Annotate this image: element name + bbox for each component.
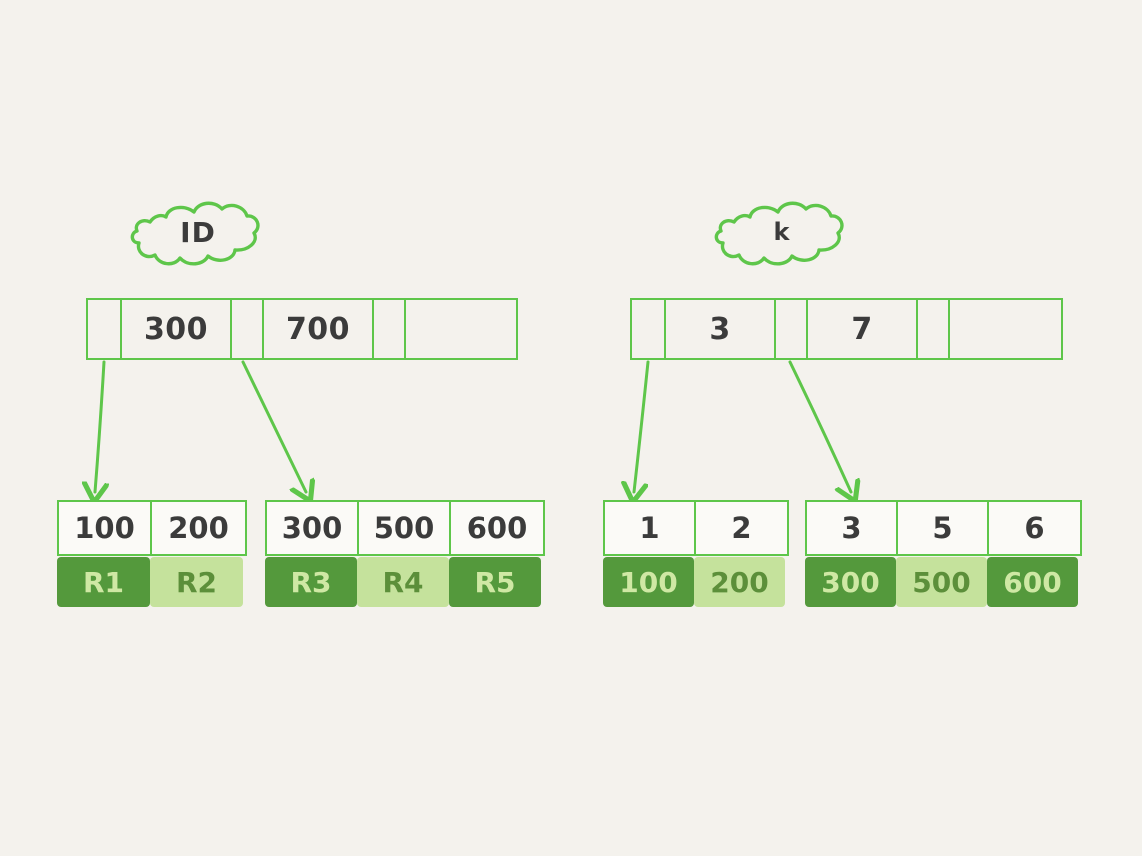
right-leaf-2-record-0[interactable]: 300 [805,557,896,607]
right-leaf-2-key-0[interactable]: 3 [807,502,898,554]
left-root-pointer-2[interactable] [374,300,406,358]
right-leaf-2-key-2[interactable]: 6 [1024,511,1045,545]
left-leaf-1[interactable]: 100 200 R1 R2 [57,500,247,607]
left-arrow-2 [241,360,306,492]
left-leaf-2-keys: 300 500 600 [265,500,545,556]
right-leaf-2-record-2[interactable]: 600 [987,557,1078,607]
cloud-shape-icon [130,201,260,266]
right-leaf-1[interactable]: 1 2 100 200 [603,500,789,607]
left-leaf-2[interactable]: 300 500 600 R3 R4 R5 [265,500,545,607]
right-leaf-1-record-1[interactable]: 200 [694,557,785,607]
right-leaf-2[interactable]: 3 5 6 300 500 600 [805,500,1082,607]
right-root-key-7[interactable]: 7 [808,300,918,358]
right-root-pointer-2[interactable] [918,300,950,358]
right-leaf-2-records: 300 500 600 [805,557,1082,607]
left-leaf-1-records: R1 R2 [57,557,247,607]
cloud-label-k: k [712,198,852,270]
left-leaf-2-key-2[interactable]: 600 [466,511,528,545]
left-root-node[interactable]: 300 700 [86,298,518,360]
right-leaf-1-record-0[interactable]: 100 [603,557,694,607]
left-root-pointer-0[interactable] [88,300,122,358]
left-arrow-1 [95,360,104,492]
right-leaf-2-key-1[interactable]: 5 [898,502,989,554]
left-leaf-1-key-1[interactable]: 200 [168,511,229,545]
cloud-label-k-text: k [773,218,791,246]
right-arrow-1 [634,360,650,492]
left-root-key-300[interactable]: 300 [122,300,232,358]
right-root-pointer-0[interactable] [632,300,666,358]
right-leaf-1-key-0[interactable]: 1 [605,502,696,554]
right-root-node[interactable]: 3 7 [630,298,1063,360]
right-leaf-1-keys: 1 2 [603,500,789,556]
left-leaf-2-record-2[interactable]: R5 [449,557,541,607]
left-leaf-1-key-0[interactable]: 100 [59,502,152,554]
left-root-key-empty[interactable] [406,300,514,358]
left-leaf-1-record-1[interactable]: R2 [150,557,243,607]
right-root-key-3[interactable]: 3 [666,300,776,358]
cloud-label-id-text: ID [180,216,216,249]
left-leaf-2-records: R3 R4 R5 [265,557,545,607]
right-leaf-2-keys: 3 5 6 [805,500,1082,556]
right-leaf-1-key-1[interactable]: 2 [731,511,752,545]
cloud-label-id: ID [128,198,268,270]
left-leaf-2-record-0[interactable]: R3 [265,557,357,607]
right-leaf-1-records: 100 200 [603,557,789,607]
right-arrow-2 [788,360,851,492]
right-root-key-empty[interactable] [950,300,1059,358]
left-root-pointer-1[interactable] [232,300,264,358]
cloud-shape-icon [714,201,844,266]
left-leaf-2-record-1[interactable]: R4 [357,557,449,607]
left-leaf-1-keys: 100 200 [57,500,247,556]
left-leaf-2-key-1[interactable]: 500 [359,502,451,554]
left-leaf-1-record-0[interactable]: R1 [57,557,150,607]
right-leaf-2-record-1[interactable]: 500 [896,557,987,607]
left-leaf-2-key-0[interactable]: 300 [267,502,359,554]
left-root-key-700[interactable]: 700 [264,300,374,358]
right-root-pointer-1[interactable] [776,300,808,358]
